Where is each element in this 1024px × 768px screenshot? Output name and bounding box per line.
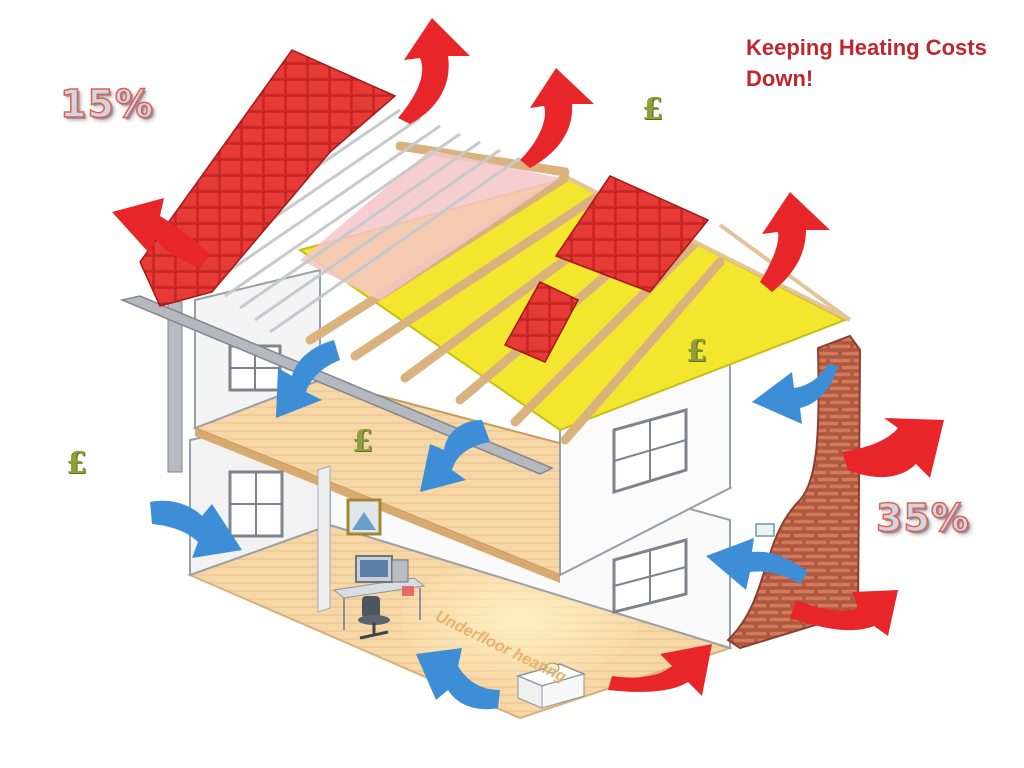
heat-loss-arrow-floor	[608, 644, 712, 696]
cool-air-arrow-1	[276, 340, 340, 418]
heat-loss-arrow-roof-left	[112, 198, 210, 268]
side-table	[515, 662, 587, 709]
window-ground-right	[612, 538, 688, 614]
diagram-title: Keeping Heating Costs Down!	[746, 35, 987, 91]
cool-air-arrows	[150, 340, 838, 710]
office-chair	[358, 596, 390, 640]
office-desk	[332, 555, 426, 630]
drainpipe	[167, 301, 183, 473]
wall-heat-loss-percentage: 35%	[875, 495, 970, 541]
window-ground-left	[228, 470, 284, 538]
brick-wall	[726, 334, 862, 650]
loft-insulation-pink	[300, 150, 560, 300]
cool-air-arrow-5	[706, 538, 808, 590]
heat-loss-arrow-wall-lower	[790, 590, 898, 636]
cool-air-arrow-4	[150, 500, 242, 558]
roof-tiles-left	[139, 49, 397, 307]
heat-loss-arrow-wall-upper	[842, 418, 944, 478]
heat-loss-arrow-roof-2	[520, 68, 594, 168]
gutter	[119, 295, 554, 475]
wall-light	[755, 523, 775, 537]
roof-tiles-patch	[503, 281, 580, 363]
cool-air-arrow-6	[416, 648, 500, 710]
heat-loss-arrow-gable	[760, 192, 830, 292]
picture-frame	[346, 498, 382, 536]
cool-air-arrow-2	[420, 420, 490, 492]
roof-tiles-right	[554, 175, 710, 293]
pound-symbol-outside: £	[66, 446, 87, 481]
pound-symbol-roof: £	[686, 334, 707, 369]
heat-loss-arrows	[112, 18, 944, 696]
roof-heat-loss-percentage: 15%	[59, 81, 154, 127]
pound-symbol-sky: £	[642, 92, 663, 127]
cool-air-arrow-3	[752, 364, 838, 424]
window-upper-right	[612, 408, 688, 495]
heat-loss-arrow-roof-1	[398, 18, 470, 124]
pound-symbol-floor: £	[352, 424, 373, 459]
interior-partition	[317, 465, 331, 613]
